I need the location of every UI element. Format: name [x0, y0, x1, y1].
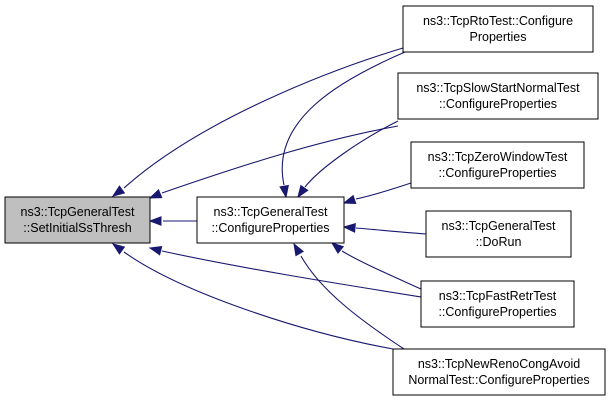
edge-arrowhead — [342, 223, 356, 233]
nodes-layer: ns3::TcpGeneralTest::SetInitialSsThreshn… — [4, 5, 606, 396]
edge-arrowhead — [148, 216, 162, 226]
node-box — [397, 72, 599, 120]
node-label-line: ::ConfigureProperties — [438, 166, 556, 180]
node-box — [4, 196, 151, 244]
node-fastretr-configure[interactable]: ns3::TcpFastRetrTest::ConfigurePropertie… — [420, 280, 575, 328]
edge-slowstart_configure-to-set_initial_ss_thresh — [148, 125, 399, 199]
edge-arrowhead — [111, 185, 126, 197]
edge-arrowhead — [297, 184, 309, 199]
node-rto-configure[interactable]: ns3::TcpRtoTest::ConfigureProperties — [402, 5, 594, 53]
node-slowstart-configure[interactable]: ns3::TcpSlowStartNormalTest::ConfigurePr… — [397, 72, 599, 120]
edge-arrowhead — [293, 242, 305, 257]
edge-zerowindow_configure-to-general_configure — [342, 182, 412, 205]
node-general-configure[interactable]: ns3::TcpGeneralTest::ConfigureProperties — [196, 196, 345, 244]
node-zerowindow-configure[interactable]: ns3::TcpZeroWindowTest::ConfigurePropert… — [410, 141, 585, 189]
edge-line — [355, 182, 412, 200]
edge-line — [123, 251, 394, 350]
node-label-line: ::ConfigureProperties — [438, 305, 556, 319]
edge-newreno_configure-to-general_configure — [293, 242, 405, 350]
node-general-dorun[interactable]: ns3::TcpGeneralTest::DoRun — [425, 210, 572, 258]
edge-arrowhead — [279, 184, 289, 199]
node-label-line: ::ConfigureProperties — [439, 97, 557, 111]
edge-line — [281, 51, 406, 186]
edge-arrowhead — [111, 243, 126, 255]
edge-line — [300, 255, 405, 350]
edge-line — [341, 250, 422, 290]
node-label-line: ns3::TcpGeneralTest — [214, 205, 328, 219]
node-box — [402, 5, 594, 53]
node-label-line: ns3::TcpGeneralTest — [21, 205, 135, 219]
node-newreno-configure[interactable]: ns3::TcpNewRenoCongAvoidNormalTest::Conf… — [392, 348, 606, 396]
node-box — [425, 210, 572, 258]
node-label-line: ::DoRun — [476, 235, 522, 249]
edge-general_dorun-to-general_configure — [342, 223, 427, 235]
edge-line — [161, 250, 422, 298]
edges-layer — [111, 47, 427, 350]
node-label-line: ::SetInitialSsThresh — [23, 221, 131, 235]
node-label-line: ns3::TcpZeroWindowTest — [428, 150, 568, 164]
node-label-line: ::ConfigureProperties — [211, 221, 329, 235]
node-box — [410, 141, 585, 189]
node-label-line: ns3::TcpFastRetrTest — [439, 289, 557, 303]
edge-slowstart_configure-to-general_configure — [297, 120, 399, 199]
node-box — [196, 196, 345, 244]
edge-general_configure-to-set_initial_ss_thresh — [148, 216, 197, 226]
node-box — [420, 280, 575, 328]
edge-fastretr_configure-to-general_configure — [330, 242, 422, 290]
node-label-line: ns3::TcpSlowStartNormalTest — [416, 81, 580, 95]
edge-line — [355, 227, 427, 235]
node-box — [392, 348, 606, 396]
edge-line — [161, 125, 399, 194]
edge-arrowhead — [330, 242, 345, 255]
edge-line — [123, 47, 404, 189]
node-label-line: ns3::TcpRtoTest::Configure — [423, 14, 573, 28]
edge-arrowhead — [148, 189, 163, 199]
edge-rto_configure-to-set_initial_ss_thresh — [111, 47, 404, 197]
node-label-line: Properties — [470, 30, 527, 44]
edge-line — [304, 120, 399, 188]
edge-fastretr_configure-to-set_initial_ss_thresh — [148, 246, 422, 298]
node-label-line: ns3::TcpNewRenoCongAvoid — [418, 357, 580, 371]
edge-arrowhead — [342, 194, 357, 205]
edge-rto_configure-to-general_configure — [279, 51, 406, 199]
edge-newreno_configure-to-set_initial_ss_thresh — [111, 243, 394, 350]
node-label-line: NormalTest::ConfigureProperties — [408, 373, 589, 387]
node-label-line: ns3::TcpGeneralTest — [442, 219, 556, 233]
node-set-initial-ss-thresh[interactable]: ns3::TcpGeneralTest::SetInitialSsThresh — [4, 196, 151, 244]
edge-arrowhead — [148, 246, 163, 256]
